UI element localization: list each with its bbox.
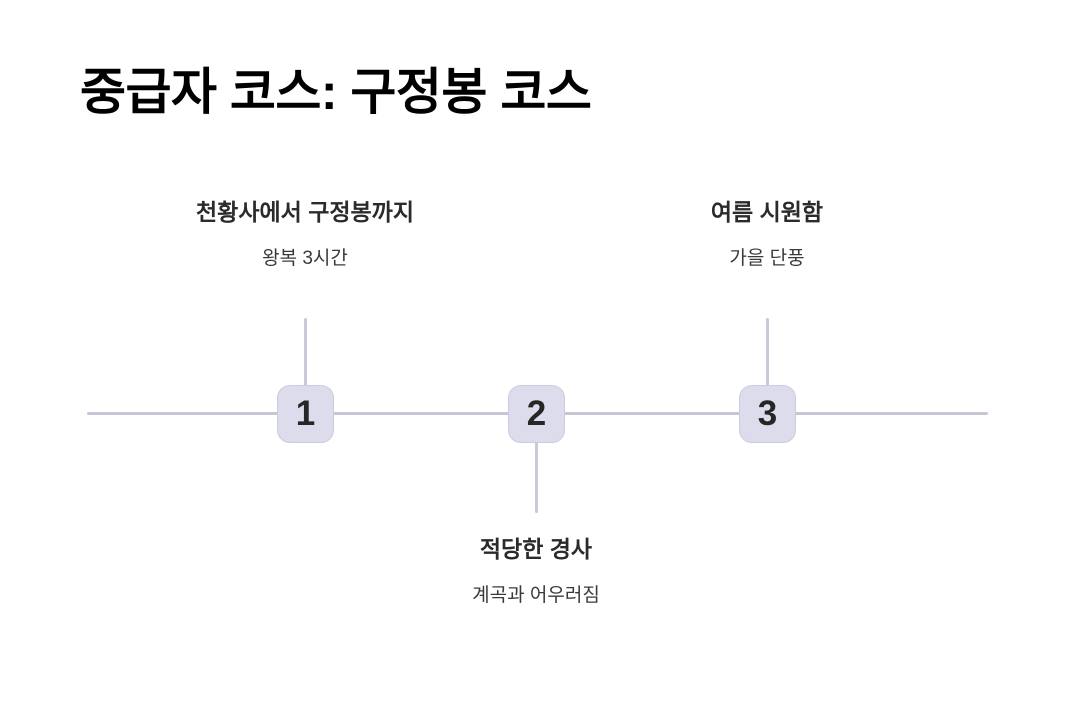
milestone-2-connector	[535, 442, 538, 513]
page-title: 중급자 코스: 구정봉 코스	[80, 64, 592, 120]
milestone-3-title: 여름 시원함	[710, 199, 824, 225]
milestone-3-label-group: 여름 시원함 가을 단풍	[602, 198, 932, 271]
milestone-2-subtitle: 계곡과 어우러짐	[472, 584, 600, 606]
milestone-2-label-group: 적당한 경사 계곡과 어우러짐	[371, 535, 701, 608]
milestone-1-subtitle: 왕복 3시간	[262, 247, 348, 269]
milestone-1-title: 천황사에서 구정봉까지	[196, 199, 414, 225]
milestone-1-label-group: 천황사에서 구정봉까지 왕복 3시간	[140, 198, 470, 271]
milestone-marker-3[interactable]: 3	[739, 385, 796, 443]
milestone-2-number: 2	[526, 394, 547, 433]
milestone-marker-1[interactable]: 1	[277, 385, 334, 443]
milestone-1-connector	[304, 318, 307, 386]
milestone-2-title: 적당한 경사	[479, 536, 593, 562]
milestone-marker-2[interactable]: 2	[508, 385, 565, 443]
milestone-3-number: 3	[757, 394, 778, 433]
milestone-3-subtitle: 가을 단풍	[729, 247, 805, 269]
milestone-1-number: 1	[295, 394, 316, 433]
milestone-3-connector	[766, 318, 769, 386]
